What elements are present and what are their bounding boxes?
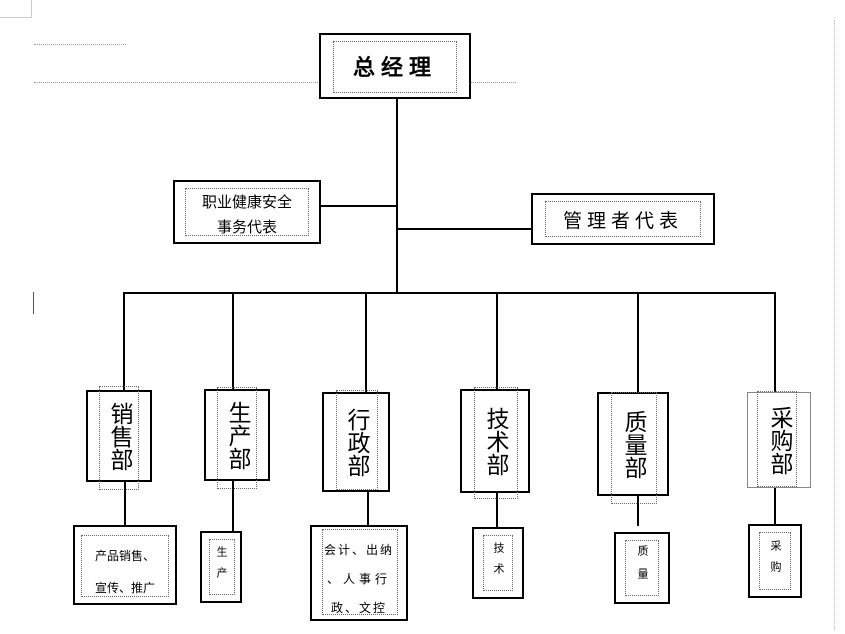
- dotted-guide-1: [34, 44, 126, 45]
- general-manager-box: 总经理: [319, 33, 471, 99]
- production-duty-connector: [232, 481, 234, 531]
- purchasing-duty-connector: [774, 488, 776, 524]
- right-margin-guide: [834, 20, 835, 630]
- trunk-line: [396, 99, 398, 293]
- duty-production-box: 生产: [200, 531, 242, 603]
- left-side-connector: [321, 205, 397, 207]
- drop-quality: [637, 292, 639, 392]
- duty-quality-label: 质量: [636, 545, 649, 591]
- quality-duty-connector: [637, 496, 639, 526]
- duty-tech-label: 技术: [492, 542, 505, 584]
- ohs-representative-box: 职业健康安全 事务代表: [173, 180, 321, 244]
- dept-admin-label: 行政部: [343, 407, 369, 477]
- dept-sales-label: 销售部: [106, 401, 132, 471]
- dept-admin-box: 行政部: [322, 390, 390, 492]
- dept-tech-box: 技术部: [460, 387, 530, 499]
- admin-duty-connector: [367, 492, 369, 526]
- duty-quality-box: 质量: [614, 532, 670, 604]
- dept-tech-label: 技术部: [482, 406, 508, 476]
- drop-purchasing: [774, 292, 776, 392]
- drop-production: [232, 292, 234, 390]
- dept-sales-box: 销售部: [86, 386, 152, 490]
- management-representative-box: 管理者代表: [531, 193, 715, 245]
- duty-sales-box: 产品销售、 宣传、推广: [73, 525, 177, 605]
- sales-duty-connector: [124, 482, 126, 526]
- ohs-representative-line1: 职业健康安全: [201, 193, 292, 211]
- duty-sales-line2: 宣传、推广: [94, 581, 155, 595]
- dept-production-box: 生产部: [204, 387, 270, 489]
- duty-production-label: 生产: [215, 546, 228, 588]
- duty-admin-box: 会计、出纳 、人事行 政、文控: [310, 525, 408, 621]
- dept-quality-label: 质量部: [620, 409, 646, 479]
- duty-admin-line3: 政、文控: [330, 601, 387, 615]
- dept-purchasing-label: 采购部: [766, 405, 792, 475]
- drop-admin: [365, 292, 367, 392]
- duty-tech-box: 技术: [472, 527, 524, 599]
- duty-purchasing-box: 采购: [748, 524, 802, 598]
- management-representative-label: 管理者代表: [562, 209, 683, 232]
- dept-quality-box: 质量部: [597, 392, 669, 504]
- drop-sales: [123, 292, 125, 392]
- drop-tech: [496, 292, 498, 390]
- dept-production-label: 生产部: [224, 400, 250, 470]
- duty-admin-line2: 、人事行: [326, 572, 391, 586]
- ohs-representative-line2: 事务代表: [216, 218, 277, 236]
- duty-purchasing-label: 采购: [769, 540, 782, 582]
- duty-sales-line1: 产品销售、: [94, 549, 155, 563]
- department-bus-line: [123, 292, 776, 294]
- text-cursor: [33, 292, 34, 314]
- right-side-connector: [397, 228, 531, 230]
- duty-admin-line1: 会计、出纳: [323, 543, 394, 557]
- page-corner-mark: [0, 0, 32, 18]
- dotted-guide-2: [34, 82, 516, 83]
- general-manager-title: 总经理: [352, 55, 437, 81]
- tech-duty-connector: [496, 493, 498, 527]
- dept-purchasing-box: 采购部: [747, 391, 811, 488]
